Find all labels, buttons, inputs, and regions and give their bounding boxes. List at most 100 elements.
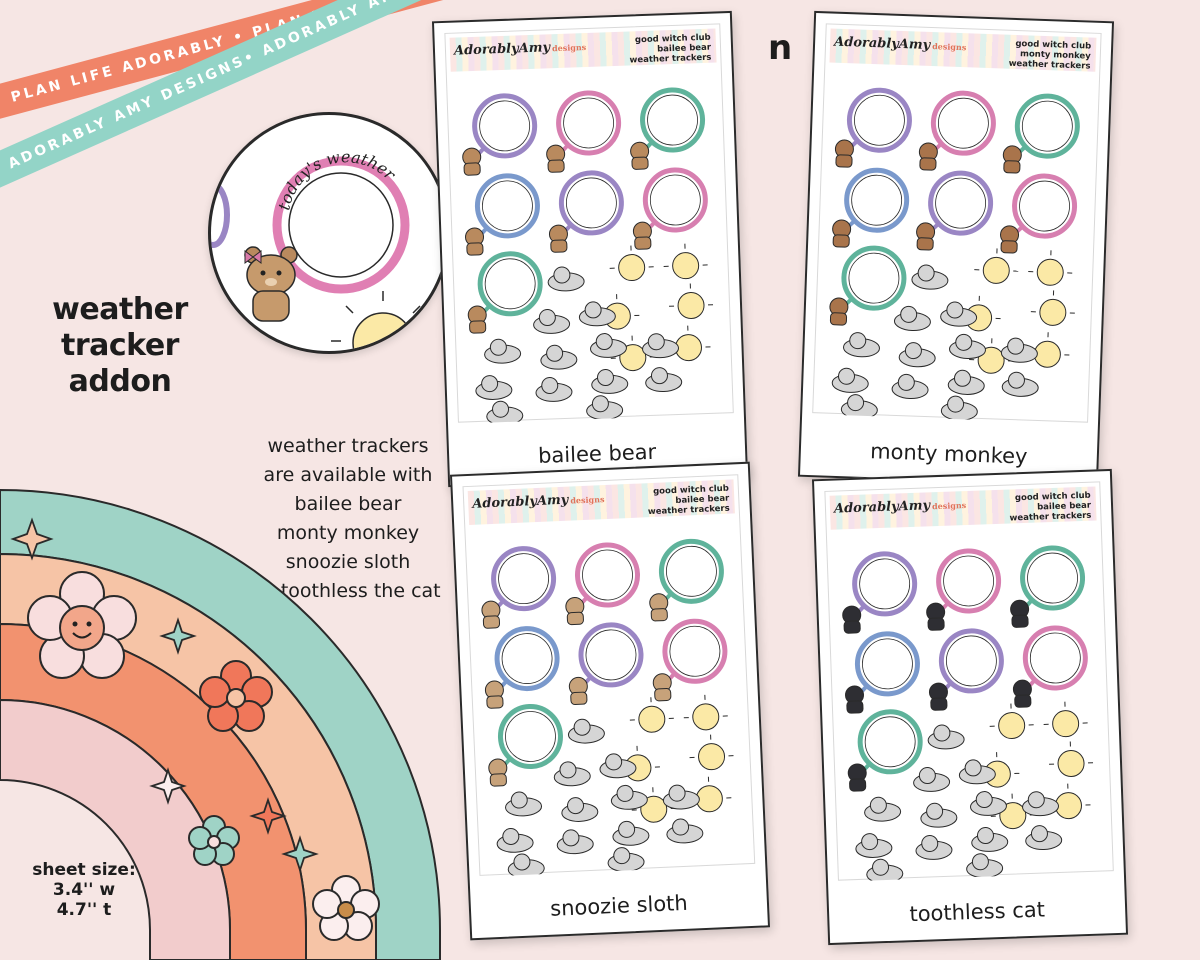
sun-icon	[331, 291, 435, 351]
cloud-icon	[969, 791, 1007, 816]
cloud-icon	[1025, 825, 1063, 851]
weather-tracker-circle	[488, 704, 563, 787]
sun-icon	[609, 245, 654, 282]
zoom-preview-circle: today's weather	[208, 112, 450, 354]
sticker-grid	[833, 527, 1107, 884]
cloud-icon	[533, 309, 571, 334]
cloud-icon	[599, 753, 637, 779]
cloud-icon	[947, 369, 985, 395]
sticker-artwork	[462, 87, 714, 426]
sun-icon	[989, 703, 1034, 740]
cloud-icon	[866, 858, 904, 884]
cloud-icon	[553, 761, 591, 787]
sticker-grid	[453, 69, 727, 426]
sun-icon	[629, 697, 674, 733]
sun-icon	[663, 243, 708, 280]
weather-tracker-circle	[632, 167, 708, 250]
cloud-icon	[642, 333, 680, 359]
cloud-icon	[855, 833, 893, 858]
weather-tracker-circle	[829, 245, 907, 326]
cloud-icon	[610, 784, 648, 810]
cloud-icon	[864, 796, 902, 822]
cloud-icon	[607, 847, 645, 872]
teal-flower-icon	[188, 815, 240, 866]
sun-icon	[669, 283, 714, 320]
cloud-icon	[840, 394, 878, 420]
cloud-icon	[891, 373, 929, 399]
cloud-icon	[540, 344, 578, 370]
cloud-icon	[556, 829, 594, 855]
weather-tracker-circle	[926, 548, 1002, 631]
sun-icon	[1025, 332, 1070, 368]
sheet-label: snoozie sloth	[549, 890, 689, 921]
sun-icon	[683, 694, 728, 731]
cloud-icon	[505, 791, 543, 817]
weather-tracker-circle	[928, 628, 1004, 711]
cloud-icon	[1001, 371, 1039, 397]
sticker-artwork	[829, 87, 1080, 421]
cloud-icon	[940, 301, 978, 327]
sheet-label: monty monkey	[869, 439, 1028, 469]
sun-icon	[666, 325, 711, 362]
cloud-icon	[561, 797, 599, 822]
weather-tracker-circle	[568, 622, 644, 706]
cloud-icon	[971, 827, 1009, 852]
sticker-artwork	[481, 538, 734, 879]
cloud-icon	[913, 767, 951, 792]
cloud-icon	[966, 853, 1004, 879]
cloud-icon	[915, 834, 953, 860]
sticker-artwork	[842, 545, 1094, 884]
cloud-icon	[535, 376, 573, 402]
weather-tracker-circle	[845, 631, 920, 714]
cloud-icon	[920, 802, 958, 828]
sun-icon	[1028, 250, 1073, 286]
cloud-icon	[486, 400, 524, 426]
cloud-icon	[475, 375, 513, 400]
cloud-icon	[898, 342, 936, 368]
weather-tracker-circle	[462, 93, 538, 176]
cloud-icon	[578, 301, 616, 327]
weather-tracker-circle	[842, 551, 918, 634]
sticker-grid	[471, 519, 747, 879]
cloud-icon	[645, 367, 683, 393]
corner-letter: n	[768, 28, 793, 68]
sticker-grid	[819, 69, 1093, 421]
cloud-icon	[507, 853, 545, 879]
cloud-icon	[547, 266, 585, 292]
cloud-icon	[927, 724, 965, 750]
bear-icon	[244, 246, 298, 322]
weather-tracker-circle	[1002, 93, 1080, 174]
weather-tracker-circle	[546, 90, 622, 173]
cloud-icon	[662, 784, 700, 810]
sun-icon	[969, 338, 1014, 374]
zoom-preview-illustration: today's weather	[211, 147, 435, 351]
sun-icon	[1043, 701, 1088, 738]
sun-icon	[1049, 741, 1094, 778]
cloud-icon	[949, 333, 986, 359]
brand-logo: AdorablyAmydesigns	[471, 492, 605, 512]
sun-icon	[631, 787, 676, 823]
cloud-icon	[666, 818, 704, 844]
weather-tracker-circle	[847, 709, 923, 792]
cloud-icon	[589, 333, 627, 358]
weather-tracker-circle	[652, 618, 728, 702]
cloud-icon	[911, 264, 949, 290]
cloud-icon	[958, 759, 996, 785]
weather-tracker-circle	[1000, 173, 1078, 254]
weather-tracker-circle	[465, 173, 540, 256]
cloud-icon	[1022, 791, 1060, 817]
weather-tracker-circle	[649, 538, 724, 622]
weather-tracker-circle	[916, 170, 994, 251]
